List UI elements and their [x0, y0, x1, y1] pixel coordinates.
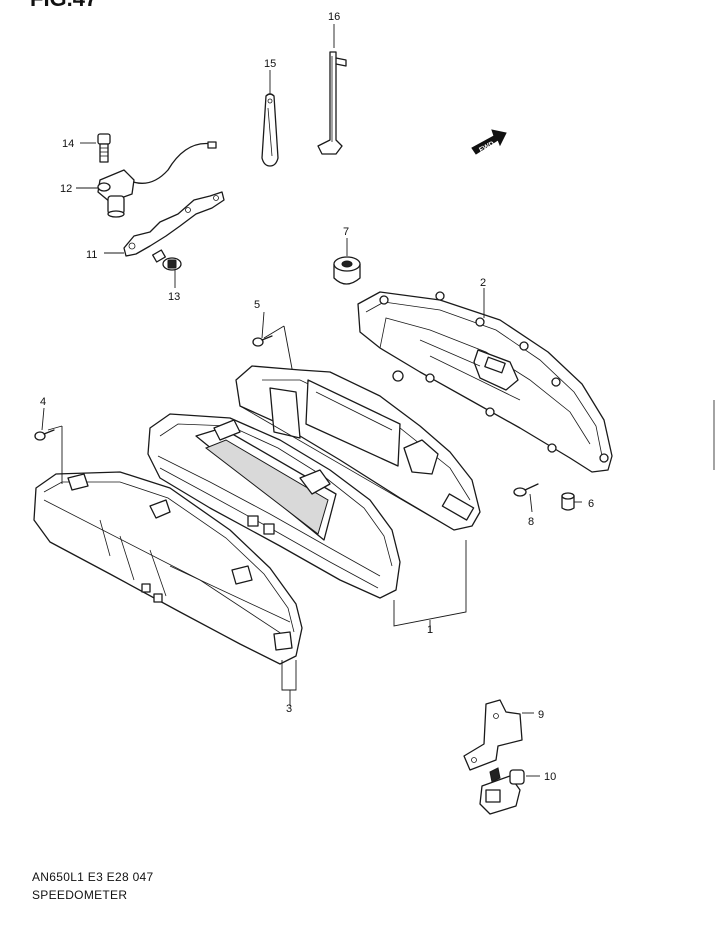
part-11-bracket-plate — [123, 191, 225, 257]
callout-16: 16 — [328, 11, 340, 23]
part-9-bracket — [463, 699, 523, 771]
callout-12: 12 — [60, 183, 72, 195]
part-8-screw — [513, 483, 539, 497]
part-7-grommet — [333, 256, 361, 285]
callout-5: 5 — [254, 299, 260, 311]
callout-3: 3 — [286, 703, 292, 715]
callout-8: 8 — [528, 516, 534, 528]
leader-lines — [41, 24, 582, 777]
model-code: AN650L1 E3 E28 047 — [32, 870, 154, 884]
part-10-connector — [479, 767, 525, 815]
callout-1: 1 — [427, 624, 433, 636]
part-13-flange-bolt — [152, 249, 182, 271]
part-3-front-cover — [33, 471, 303, 665]
callout-4: 4 — [40, 396, 46, 408]
callout-15: 15 — [264, 58, 276, 70]
callout-14: 14 — [62, 138, 74, 150]
callout-labels: 16 15 14 12 11 13 7 2 5 4 6 8 1 3 9 10 — [40, 11, 594, 783]
fig-label: FIG.47 — [30, 0, 97, 11]
callout-6: 6 — [588, 498, 594, 510]
fwd-label: FWD — [478, 140, 495, 154]
callout-2: 2 — [480, 277, 486, 289]
part-15-strap — [261, 93, 279, 167]
callout-7: 7 — [343, 226, 349, 238]
part-14-bolt — [97, 133, 111, 163]
part-2-rear-case — [357, 291, 613, 473]
callout-13: 13 — [168, 291, 180, 303]
part-12-speed-sensor — [97, 141, 217, 218]
part-4-screw — [34, 425, 63, 484]
part-16-bracket-rod — [317, 51, 347, 155]
callout-11: 11 — [86, 249, 97, 261]
part-1-inner-panel — [235, 365, 481, 531]
callout-10: 10 — [544, 771, 556, 783]
part-6-cap — [561, 492, 575, 511]
fwd-arrow-icon: FWD — [471, 129, 507, 155]
diagram-title: SPEEDOMETER — [32, 888, 128, 902]
part-1-meter-body — [147, 413, 401, 599]
callout-9: 9 — [538, 709, 544, 721]
